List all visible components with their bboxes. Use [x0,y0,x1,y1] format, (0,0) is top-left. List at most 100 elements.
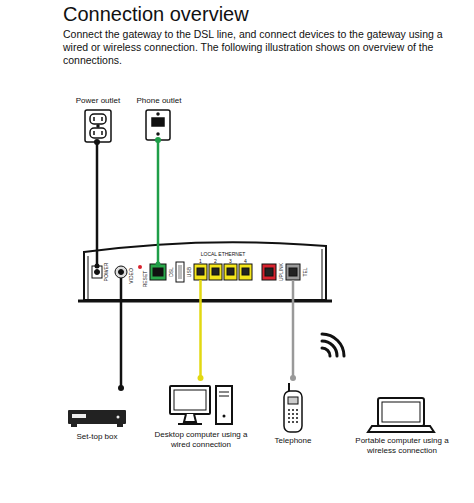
desktop-computer-icon [174,390,206,410]
power-outlet-icon [93,131,95,135]
page-title: Connection overview [63,3,249,25]
gateway-ports [209,264,222,280]
wireless-symbol [322,334,344,356]
set-top-box-icon [117,416,120,419]
set-top-box-icon [68,410,126,427]
telephone-icon [292,417,294,419]
telephone-icon [292,421,294,423]
cable-line [118,300,124,391]
telephone-icon [284,391,302,432]
cable-end-dot [198,375,204,381]
port-label: DSL [169,267,174,277]
wire-stubs [292,280,295,300]
cable-line [290,300,296,381]
gateway: POWERVIDEORESETDSLUSBLOCAL ETHERNET1234U… [84,246,326,300]
laptop-icon [368,426,434,432]
cable-line [292,300,295,378]
power-outlet-icon [85,110,111,142]
power-outlet-icon [97,125,99,127]
gateway-ports [227,268,234,275]
telephone-icon [292,413,294,415]
desktop-computer-icon [223,415,226,418]
device-label: Power outlet [72,96,124,106]
port-label: 1 [199,258,202,263]
portable-computer: Portable computer using a wireless conne… [340,378,464,458]
set-top-box-icon [68,410,126,424]
telephone: Telephone [262,378,324,448]
telephone-icon [296,409,298,411]
power-outlet-icon [101,117,103,121]
gateway-housing [84,242,326,300]
cable-line [96,142,99,246]
telephone-icon [288,417,290,419]
gateway-ports [286,264,300,280]
telephone-icon [288,397,298,404]
gateway-ports [239,264,252,280]
desktop-computer-icon [170,386,232,424]
cable-line [198,300,204,381]
power-outlet-icon [90,128,106,138]
port-label: LOCAL ETHERNET [201,252,246,257]
cable-end-dot [94,139,100,145]
phone-outlet-icon [146,110,170,140]
phone-outlet: Phone outlet [134,96,184,140]
telephone-icon [296,413,298,415]
cable-line [155,137,161,246]
cable-line [199,300,202,378]
phone-outlet-icon [157,133,159,135]
port-label: TEL [303,267,308,276]
wireless-symbol [322,341,337,356]
gateway-housing [88,256,89,300]
gateway-ports [95,270,100,275]
desktop-computer: Desktop computer using a wired connectio… [146,378,256,452]
gateway-ports [153,268,163,276]
gateway-ports [242,268,249,275]
gateway-ports [262,264,276,280]
power-outlet: Power outlet [72,96,124,142]
gateway-ports [289,268,297,276]
gateway-ports [197,268,204,275]
device-label: Desktop computer using a wired connectio… [146,430,256,450]
wire-stubs [156,262,161,267]
power-outlet-icon [90,114,106,124]
wire-stubs [95,264,100,269]
power-outlet-icon [93,117,95,121]
telephone-icon [296,417,298,419]
intro-text: Connect the gateway to the DSL line, and… [63,28,468,67]
desktop-computer-icon [170,386,210,414]
port-label: 3 [229,258,232,263]
port-label: UPLINK [279,263,284,281]
phone-outlet-icon [157,113,159,115]
laptop-icon [382,402,420,422]
set-top-box-icon [72,414,86,418]
telephone-icon [288,413,290,415]
set-top-box-icon [117,424,123,427]
telephone-icon [284,383,302,432]
phone-outlet-icon [152,118,164,126]
wireless-symbol [322,348,330,356]
cable-end-dot [118,385,124,391]
telephone-icon [296,421,298,423]
cable-line [120,300,123,388]
gateway-ports [178,265,182,279]
gateway-housing [322,249,323,300]
gateway-ports [194,264,207,280]
desktop-computer-icon [184,414,196,422]
device-label: Phone outlet [134,96,184,106]
set-top-box: Set-top box [62,388,132,444]
wire-stubs [96,246,99,266]
gateway-ports [176,262,184,282]
device-label: Telephone [262,436,324,446]
port-label: VIDEO [129,268,134,284]
port-label: USB [187,267,192,277]
port-label: 2 [214,258,217,263]
telephone-icon [288,409,298,423]
desktop-computer-icon [216,386,232,424]
gateway-ports [138,265,142,269]
cable-end-dot [155,137,161,143]
wire-stubs [95,246,294,300]
gateway-housing [78,242,332,301]
device-label: Set-top box [62,432,132,442]
gateway-ports [224,264,237,280]
laptop-icon [378,398,424,426]
